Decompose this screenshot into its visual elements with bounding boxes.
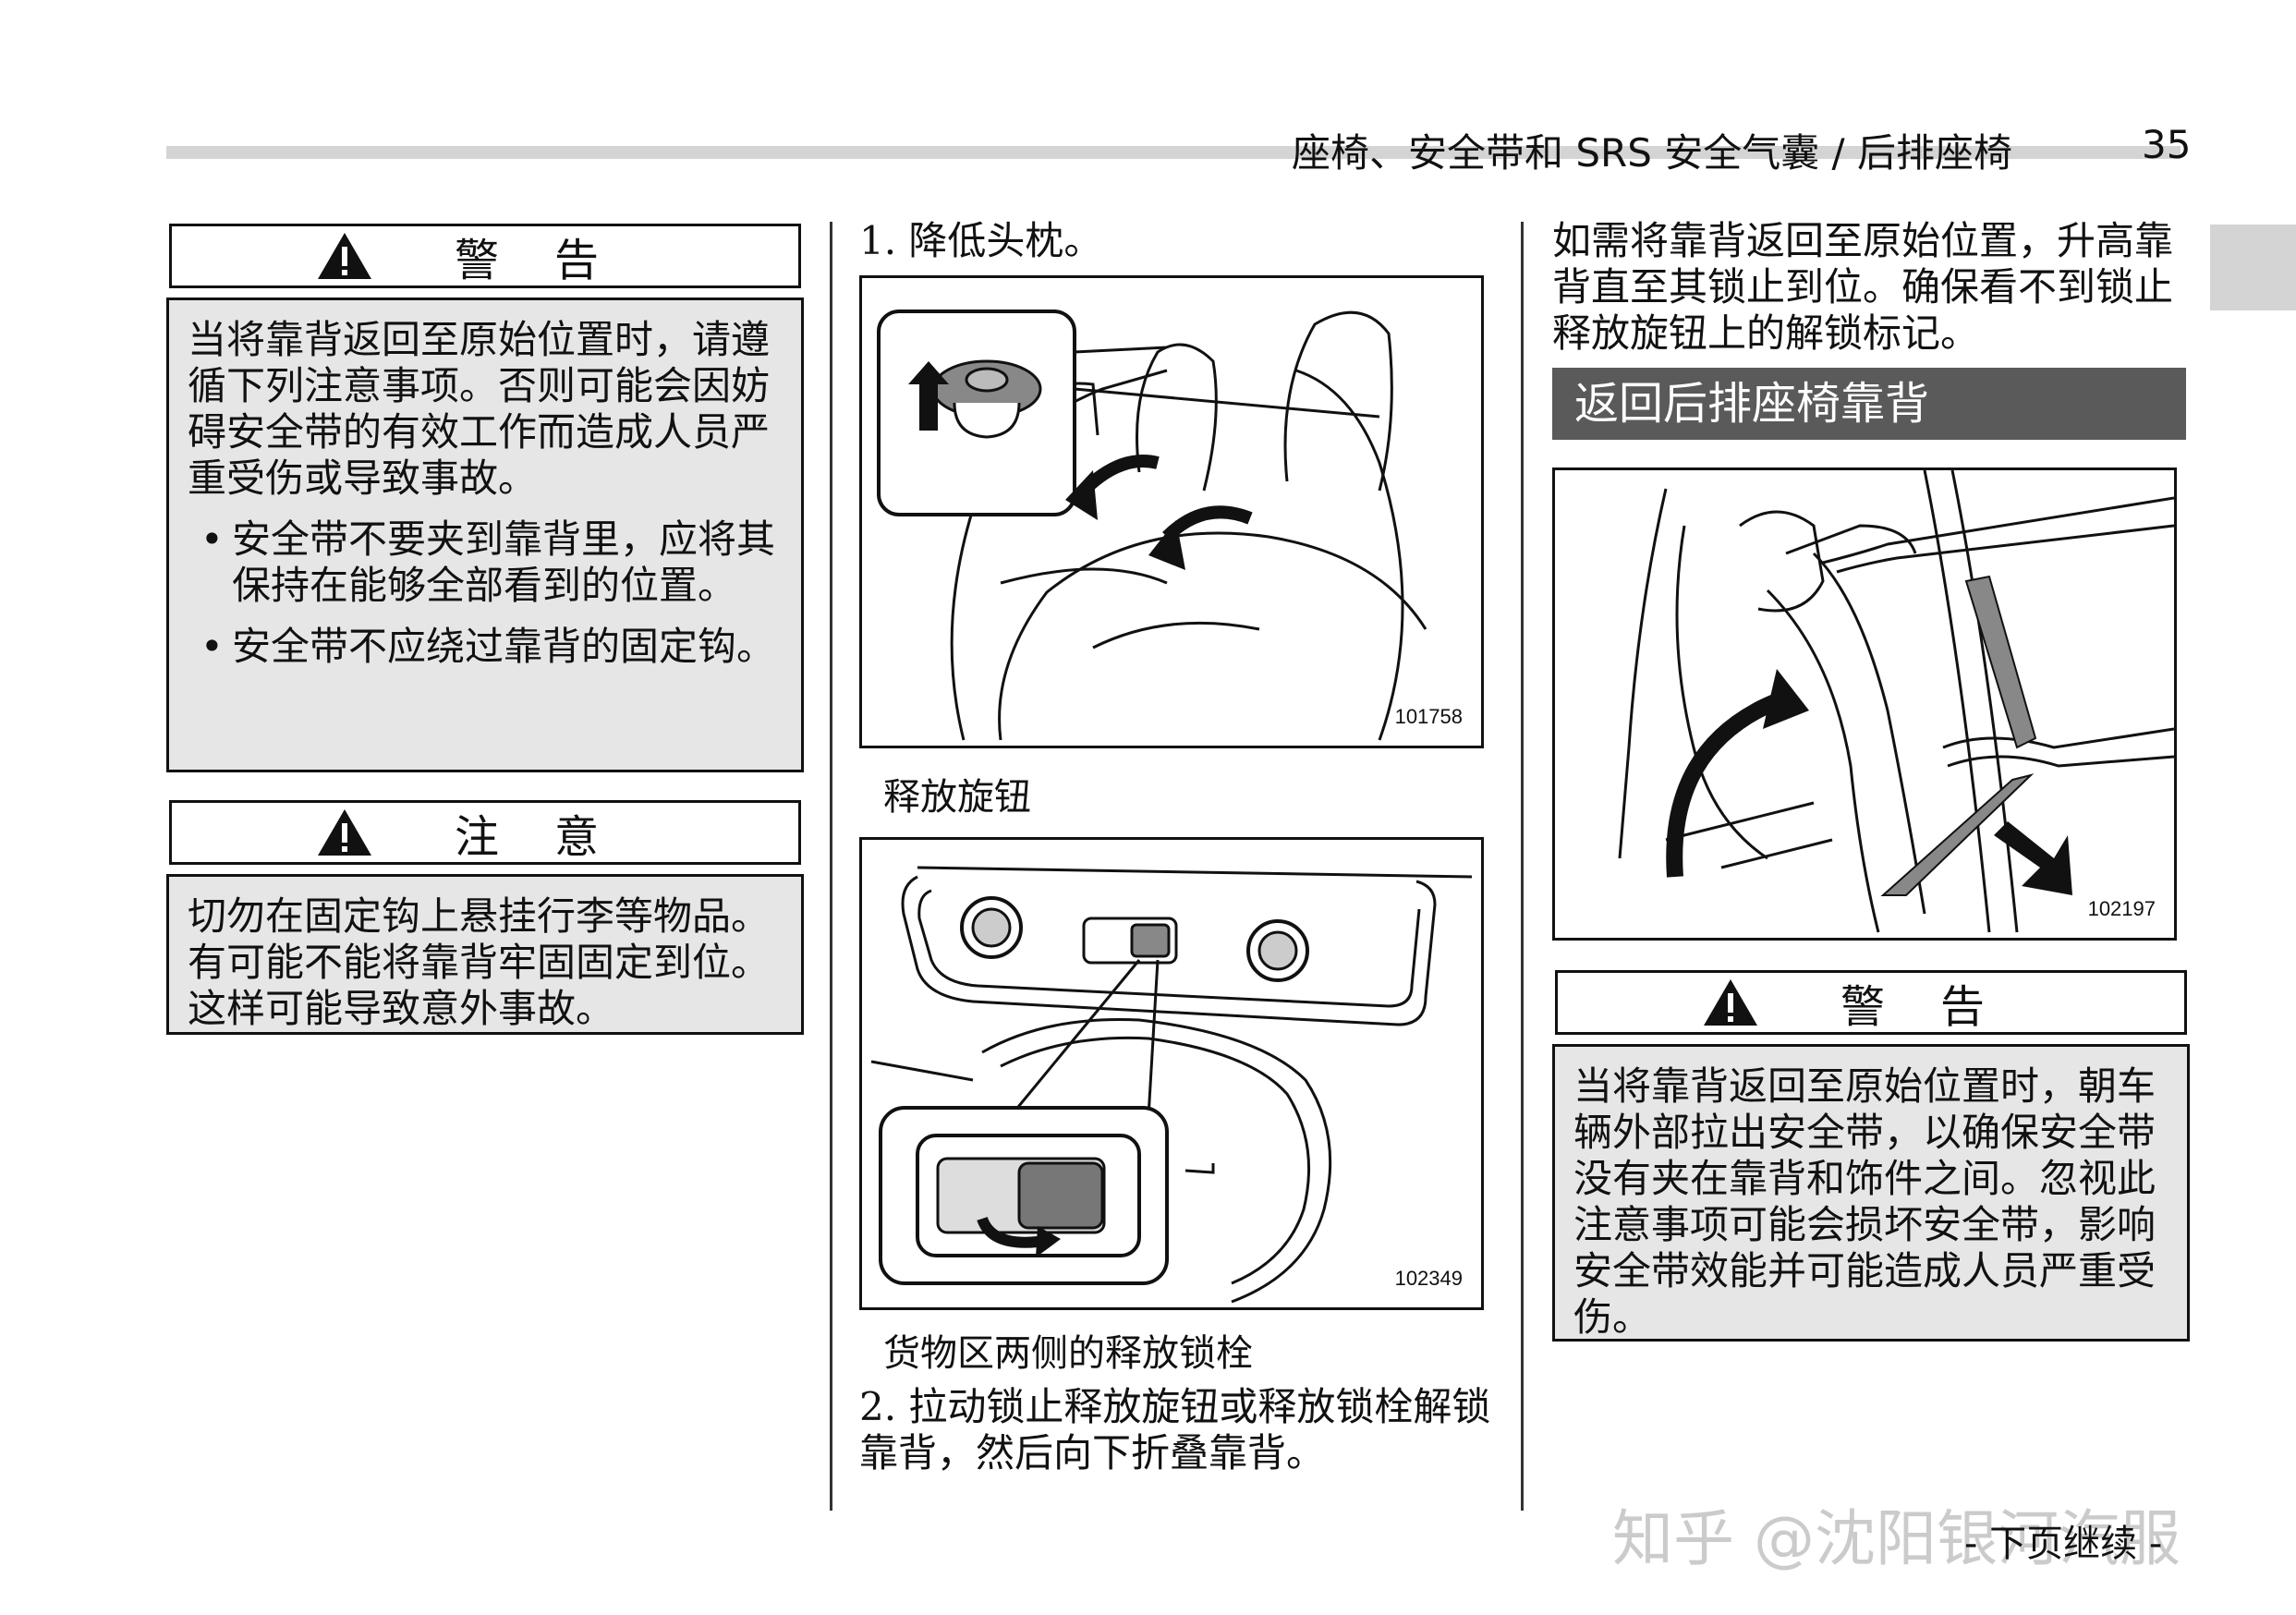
figure-return-seatback: 102197 (1552, 468, 2177, 941)
figure-headrest: 101758 (859, 275, 1484, 748)
warning-triangle-icon (317, 809, 371, 856)
caution-paragraph: 切勿在固定钩上悬挂行李等物品。有可能不能将靠背牢固固定到位。这样可能导致意外事故… (188, 893, 771, 1031)
warning-body: 当将靠背返回至原始位置时，朝车辆外部拉出安全带，以确保安全带没有夹在靠背和饰件之… (1552, 1044, 2190, 1342)
caution-body: 切勿在固定钩上悬挂行李等物品。有可能不能将靠背牢固固定到位。这样可能导致意外事故… (166, 874, 804, 1035)
caption-cargo-latch: 货物区两侧的释放锁栓 (883, 1332, 1253, 1375)
latch-illustration (870, 866, 1473, 1304)
watermark: 知乎 @沈阳银河汽服 (1612, 1503, 2181, 1574)
warning-body: 当将靠背返回至原始位置时，请遵循下列注意事项。否则可能会因妨碍安全带的有效工作而… (166, 298, 804, 772)
warning-bullet: • 安全带不要夹到靠背里，应将其保持在能够全部看到的位置。 (188, 516, 784, 609)
figure-id: 101758 (1394, 705, 1463, 728)
warning-bullet-text: 安全带不应绕过靠背的固定钩。 (232, 624, 776, 669)
page-number: 35 (2142, 122, 2192, 167)
figure-id: 102349 (1394, 1267, 1463, 1290)
warning-title-box: 警告 (1555, 970, 2187, 1035)
bullet-dot: • (200, 516, 224, 562)
warning-paragraph: 当将靠背返回至原始位置时，请遵循下列注意事项。否则可能会因妨碍安全带的有效工作而… (188, 317, 771, 501)
seatback-illustration (1618, 470, 2174, 933)
section-heading: 返回后排座椅靠背 (1552, 368, 2186, 440)
warning-triangle-icon (317, 233, 371, 279)
section-tab (2210, 225, 2296, 310)
warning-paragraph: 当将靠背返回至原始位置时，朝车辆外部拉出安全带，以确保安全带没有夹在靠背和饰件之… (1573, 1063, 2156, 1340)
warning-triangle-icon (1703, 979, 1757, 1026)
warning-title: 警告 (1840, 981, 2040, 1033)
warning-bullet-text: 安全带不要夹到靠背里，应将其保持在能够全部看到的位置。 (232, 516, 776, 608)
warning-bullet: • 安全带不应绕过靠背的固定钩。 (188, 624, 784, 670)
warning-title: 警告 (454, 235, 654, 286)
step-1: 1. 降低头枕。 (859, 218, 1103, 263)
figure-release-latch: 102349 (859, 837, 1484, 1310)
caution-title: 注意 (454, 811, 654, 863)
intro-text: 如需将靠背返回至原始位置，升高靠背直至其锁止到位。确保看不到锁止释放旋钮上的解锁… (1552, 218, 2174, 356)
step-2: 2. 拉动锁止释放旋钮或释放锁栓解锁靠背，然后向下折叠靠背。 (859, 1384, 1491, 1475)
warning-title-box: 警告 (169, 224, 801, 288)
continue-note: - 下页继续 - (1964, 1523, 2163, 1565)
column-divider-right (1521, 222, 1524, 1511)
caption-release-knob: 释放旋钮 (883, 776, 1031, 819)
headrest-illustration (877, 310, 1427, 741)
column-divider-left (830, 222, 832, 1511)
bullet-dot: • (200, 624, 224, 669)
header-rule (166, 146, 2181, 159)
figure-id: 102197 (2087, 897, 2156, 920)
caution-title-box: 注意 (169, 800, 801, 865)
header-title: 座椅、安全带和 SRS 安全气囊 / 后排座椅 (1292, 130, 2013, 176)
